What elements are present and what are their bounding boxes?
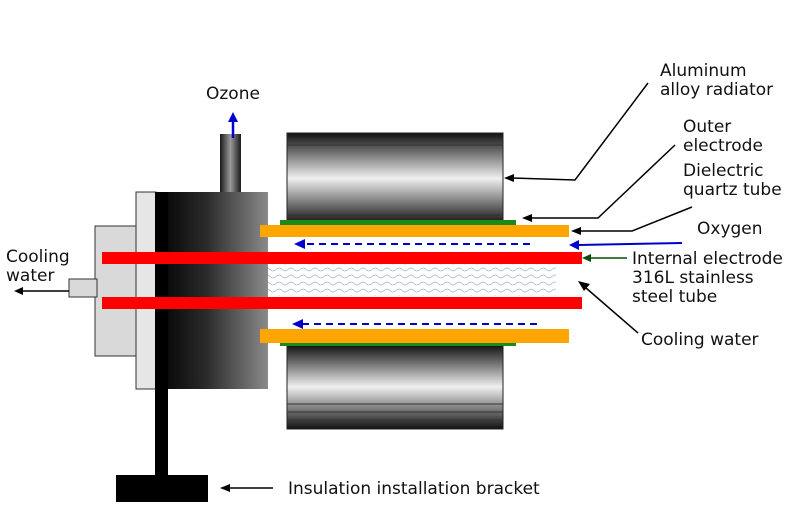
oxygen-inlet-arrow bbox=[569, 240, 683, 250]
bracket-stem bbox=[155, 388, 168, 478]
gas-flow-top bbox=[294, 239, 530, 249]
internal-electrode-bottom bbox=[102, 297, 582, 309]
end-cap-flange bbox=[135, 191, 157, 390]
label-internal-electrode-line1: Internal electrode bbox=[632, 249, 783, 269]
label-cooling-water-left-line1: Cooling bbox=[6, 247, 70, 267]
leader-dielectric bbox=[571, 206, 693, 235]
label-cooling-water-left-line2: water bbox=[6, 266, 54, 286]
electrode-hub bbox=[155, 192, 268, 389]
quartz-tube-bottom bbox=[260, 329, 569, 343]
label-ozone: Ozone bbox=[206, 84, 260, 104]
leader-outer-electrode bbox=[522, 144, 676, 222]
outer-electrode-bottom bbox=[280, 341, 516, 346]
internal-electrode-arrow bbox=[582, 254, 627, 262]
label-outer-electrode-line1: Outer bbox=[683, 117, 731, 137]
ozone-arrow bbox=[228, 112, 238, 138]
leader-bracket bbox=[220, 484, 273, 492]
label-outer-electrode-line2: electrode bbox=[683, 136, 763, 156]
cooling-water-outlet-nozzle bbox=[68, 278, 98, 298]
label-cooling-water-right: Cooling water bbox=[641, 330, 759, 350]
leader-cooling-water bbox=[578, 281, 639, 334]
label-dielectric-line1: Dielectric bbox=[683, 161, 764, 181]
outer-electrode-top bbox=[280, 220, 516, 225]
cooling-water-region bbox=[268, 264, 556, 296]
end-cap-outer bbox=[94, 225, 138, 357]
hub-inner-stripe bbox=[155, 192, 168, 389]
label-oxygen: Oxygen bbox=[697, 219, 763, 239]
internal-electrode-top bbox=[102, 252, 582, 264]
cooling-water-outlet-arrow bbox=[14, 287, 69, 295]
bracket-base bbox=[116, 475, 208, 502]
label-bracket: Insulation installation bracket bbox=[288, 479, 540, 499]
ozone-outlet-pipe bbox=[220, 134, 241, 194]
gas-flow-bottom bbox=[292, 319, 537, 329]
label-radiator-line2: alloy radiator bbox=[660, 80, 773, 100]
label-radiator-line1: Aluminum bbox=[660, 61, 747, 81]
quartz-tube-top bbox=[260, 225, 569, 237]
label-dielectric-line2: quartz tube bbox=[683, 180, 782, 200]
label-internal-electrode-line2: 316L stainless bbox=[632, 268, 754, 288]
label-internal-electrode-line3: steel tube bbox=[632, 287, 717, 307]
leader-radiator bbox=[504, 82, 649, 182]
